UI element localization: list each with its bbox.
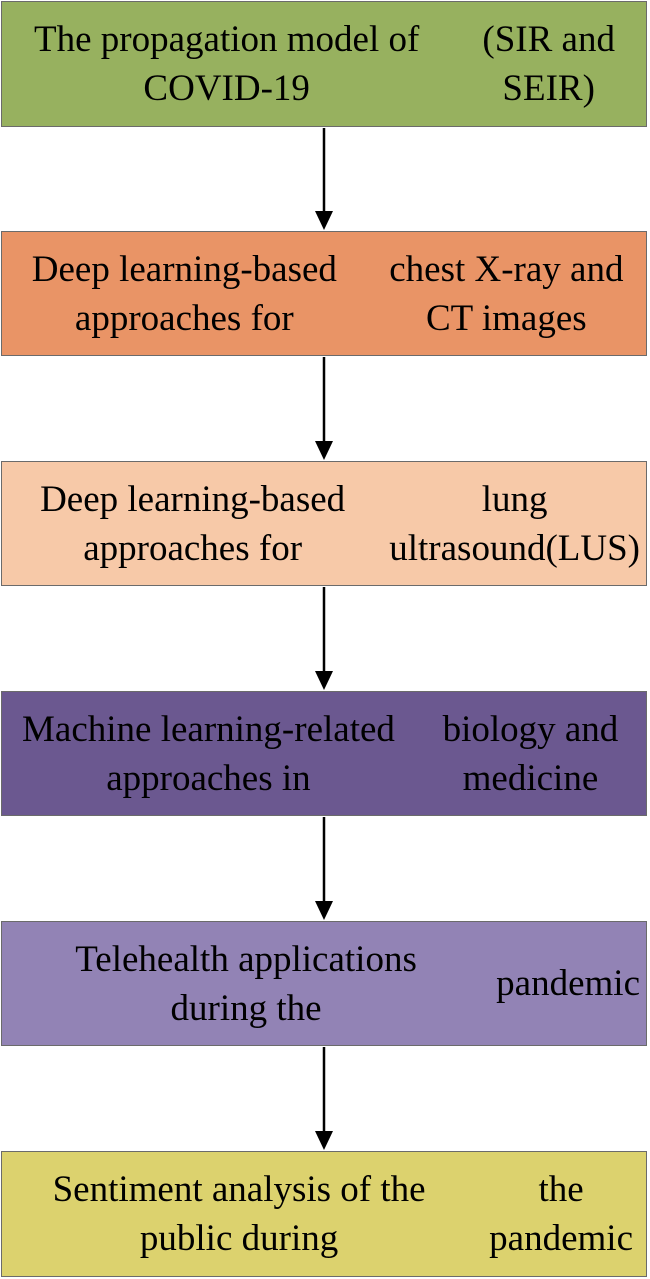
step-propagation-model: The propagation model of COVID-19 (SIR a… [1,1,647,127]
step-label-line: Sentiment analysis of the public during [52,1169,426,1259]
step-label-line: Machine learning-related approaches in [22,708,395,799]
flow-arrow-2 [315,357,333,460]
step-label-line: Telehealth applications during the [75,938,417,1029]
step-label-line: (SIR and SEIR) [482,19,615,109]
step-label-line: lung ultrasound(LUS) [389,478,640,569]
flow-arrow-3 [315,587,333,690]
step-biology-medicine: Machine learning-related approaches in b… [1,691,647,816]
step-chest-xray-ct: Deep learning-based approaches for chest… [1,231,647,356]
step-label-line: pandemic [496,963,640,1004]
step-label-line: Deep learning-based approaches for [31,248,337,339]
step-label-line: the pandemic [489,1169,633,1259]
step-label-line: chest X-ray and CT images [389,248,624,339]
step-telehealth: Telehealth applications during the pande… [1,921,647,1046]
flow-arrow-1 [315,128,333,230]
step-label-line: Deep learning-based approaches for [40,478,346,569]
step-sentiment-analysis: Sentiment analysis of the public during … [1,1151,647,1277]
flow-arrow-4 [315,817,333,920]
flow-arrow-5 [315,1047,333,1150]
step-lung-ultrasound: Deep learning-based approaches for lung … [1,461,647,586]
step-label-line: The propagation model of COVID-19 [34,19,420,109]
step-label-line: biology and medicine [442,708,619,799]
